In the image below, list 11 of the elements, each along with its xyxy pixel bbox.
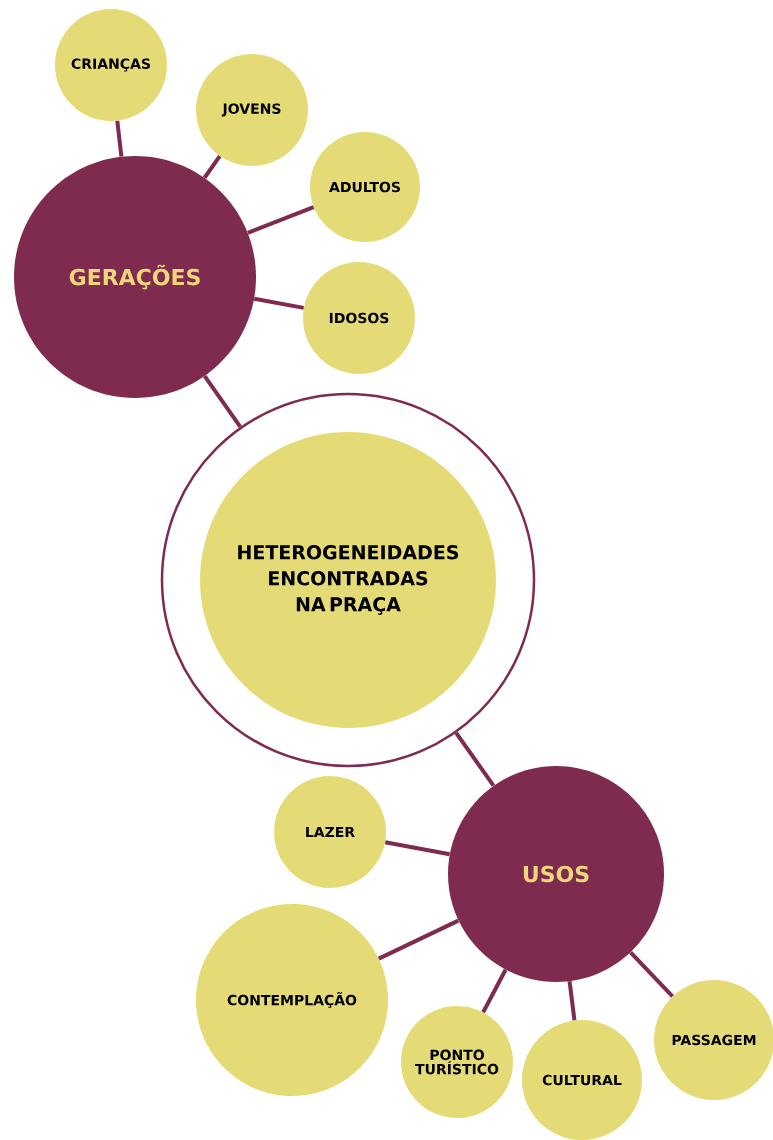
connector-line (454, 731, 496, 787)
connector-line (481, 968, 508, 1014)
connector-line (567, 981, 577, 1021)
connector-line (253, 296, 305, 310)
connector-line (202, 154, 222, 179)
connector-line (247, 205, 315, 235)
connector-line (629, 951, 674, 998)
connector-line (203, 375, 242, 428)
connector-line (115, 120, 124, 157)
connector-line (384, 840, 450, 857)
connector-line (377, 918, 460, 961)
